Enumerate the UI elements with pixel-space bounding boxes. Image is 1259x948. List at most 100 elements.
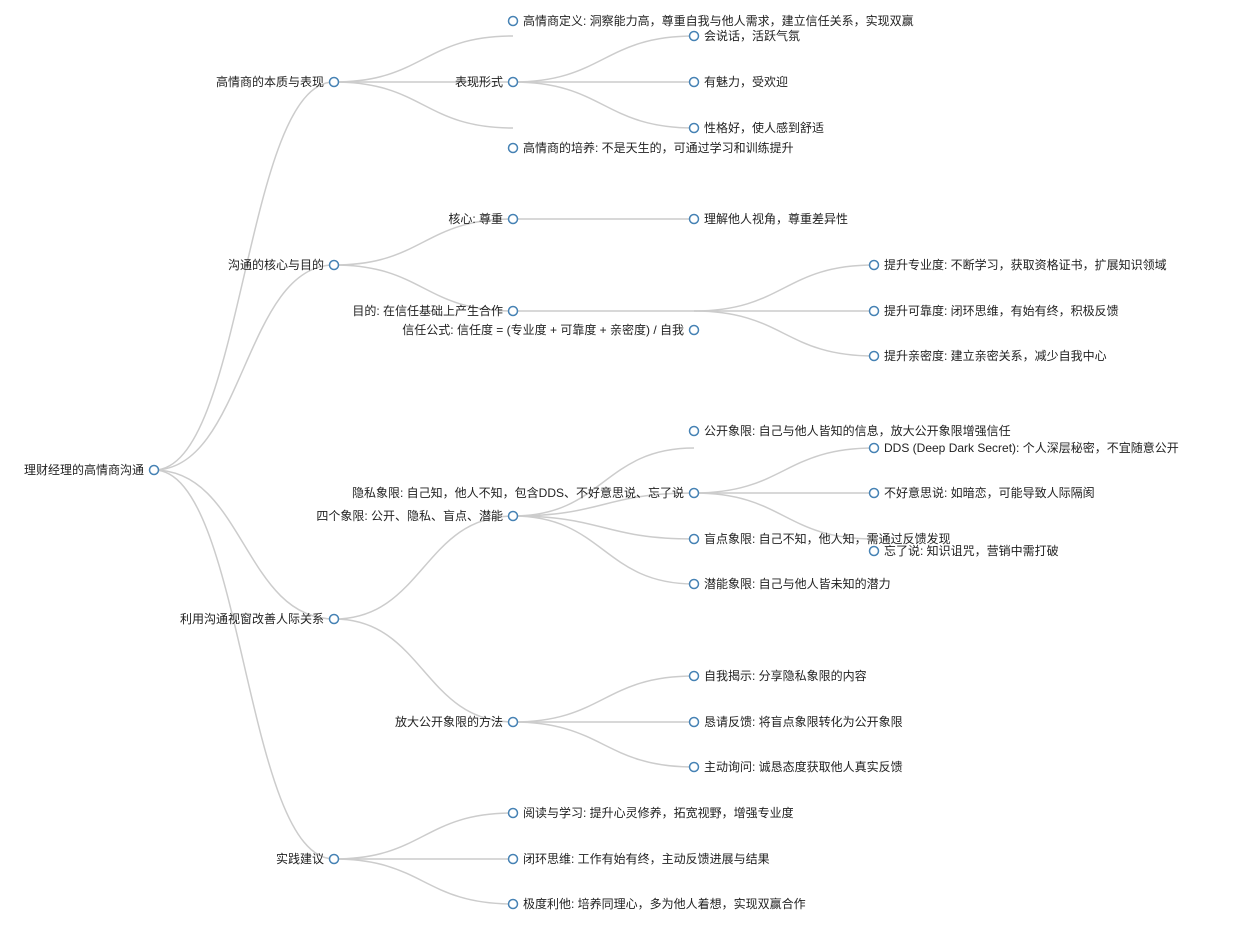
node-toggle-icon[interactable] [868, 487, 880, 499]
node-d1[interactable]: 阅读与学习: 提升心灵修养，拓宽视野，增强专业度 [507, 805, 794, 820]
node-b2c[interactable]: 提升亲密度: 建立亲密关系，减少自我中心 [868, 348, 1107, 363]
node-label: 隐私象限: 自己知，他人不知，包含DDS、不好意思说、忘了说 [352, 485, 684, 500]
node-a2a[interactable]: 会说话，活跃气氛 [688, 28, 801, 43]
node-toggle-icon[interactable] [688, 716, 700, 728]
node-b1[interactable]: 核心: 尊重 [448, 211, 519, 226]
node-root[interactable]: 理财经理的高情商沟通 [24, 462, 160, 477]
node-label: 不好意思说: 如暗恋，可能导致人际隔阂 [884, 485, 1095, 500]
node-c1b1[interactable]: DDS (Deep Dark Secret): 个人深层秘密，不宜随意公开 [868, 440, 1179, 455]
node-label: 恳请反馈: 将盲点象限转化为公开象限 [704, 714, 903, 729]
link-b2 [333, 264, 514, 312]
node-a3[interactable]: 高情商的培养: 不是天生的，可通过学习和训练提升 [507, 140, 794, 155]
node-label: DDS (Deep Dark Secret): 个人深层秘密，不宜随意公开 [884, 440, 1179, 455]
node-d2[interactable]: 闭环思维: 工作有始有终，主动反馈进展与结果 [507, 851, 770, 866]
node-a1[interactable]: 高情商定义: 洞察能力高，尊重自我与他人需求，建立信任关系，实现双赢 [507, 13, 914, 28]
link-b2a [693, 264, 875, 312]
node-c[interactable]: 利用沟通视窗改善人际关系 [180, 611, 340, 626]
node-b1a[interactable]: 理解他人视角，尊重差异性 [688, 211, 849, 226]
node-a2c[interactable]: 性格好，使人感到舒适 [688, 120, 825, 135]
node-b2[interactable]: 目的: 在信任基础上产生合作 [352, 303, 519, 318]
node-b2a[interactable]: 提升专业度: 不断学习，获取资格证书，扩展知识领域 [868, 257, 1167, 272]
node-toggle-icon[interactable] [868, 305, 880, 317]
node-toggle-icon[interactable] [507, 898, 519, 910]
node-label: 提升专业度: 不断学习，获取资格证书，扩展知识领域 [884, 257, 1167, 272]
node-toggle-icon[interactable] [688, 487, 700, 499]
node-toggle-icon[interactable] [507, 15, 519, 27]
node-toggle-icon[interactable] [688, 670, 700, 682]
nodes: 理财经理的高情商沟通 高情商的本质与表现 高情商定义: 洞察能力高，尊重自我与他人需… [24, 13, 1179, 911]
link-c1 [333, 515, 514, 620]
link-c1b3 [693, 492, 875, 540]
link-d [153, 469, 335, 860]
node-toggle-icon[interactable] [328, 259, 340, 271]
node-d[interactable]: 实践建议 [276, 851, 340, 866]
node-c2b[interactable]: 恳请反馈: 将盲点象限转化为公开象限 [688, 714, 903, 729]
node-label: 极度利他: 培养同理心，多为他人着想，实现双赢合作 [523, 896, 806, 911]
link-c2c [512, 721, 695, 768]
link-b1 [333, 218, 514, 266]
link-a2c [512, 81, 695, 129]
node-label: 核心: 尊重 [448, 211, 503, 226]
node-label: 盲点象限: 自己不知，他人知，需通过反馈发现 [704, 531, 951, 546]
node-c1b3[interactable]: 忘了说: 知识诅咒，营销中需打破 [868, 543, 1059, 558]
node-toggle-icon[interactable] [507, 213, 519, 225]
node-toggle-icon[interactable] [148, 464, 160, 476]
node-toggle-icon[interactable] [507, 510, 519, 522]
node-toggle-icon[interactable] [507, 76, 519, 88]
node-toggle-icon[interactable] [688, 425, 700, 437]
node-c2a[interactable]: 自我揭示: 分享隐私象限的内容 [688, 668, 867, 683]
node-toggle-icon[interactable] [688, 533, 700, 545]
node-toggle-icon[interactable] [868, 545, 880, 557]
links [153, 35, 875, 905]
node-toggle-icon[interactable] [688, 578, 700, 590]
link-c [153, 469, 335, 620]
node-toggle-icon[interactable] [328, 76, 340, 88]
node-toggle-icon[interactable] [507, 807, 519, 819]
node-c2[interactable]: 放大公开象限的方法 [395, 714, 519, 729]
link-a [153, 81, 335, 471]
node-label: 潜能象限: 自己与他人皆未知的潜力 [704, 576, 891, 591]
node-toggle-icon[interactable] [868, 259, 880, 271]
node-b2f[interactable]: 信任公式: 信任度 = (专业度 + 可靠度 + 亲密度) / 自我 [402, 322, 700, 337]
node-b2b[interactable]: 提升可靠度: 闭环思维，有始有终，积极反馈 [868, 303, 1119, 318]
node-toggle-icon[interactable] [688, 122, 700, 134]
link-c2 [333, 618, 514, 723]
node-label: 会说话，活跃气氛 [704, 28, 800, 43]
node-toggle-icon[interactable] [328, 613, 340, 625]
node-toggle-icon[interactable] [688, 761, 700, 773]
node-toggle-icon[interactable] [507, 716, 519, 728]
node-c1b2[interactable]: 不好意思说: 如暗恋，可能导致人际隔阂 [868, 485, 1095, 500]
node-a2[interactable]: 表现形式 [455, 75, 519, 89]
node-toggle-icon[interactable] [688, 324, 700, 336]
link-a3 [333, 81, 514, 129]
node-toggle-icon[interactable] [328, 853, 340, 865]
node-toggle-icon[interactable] [868, 442, 880, 454]
node-a2b[interactable]: 有魅力，受欢迎 [688, 74, 789, 89]
node-label: 自我揭示: 分享隐私象限的内容 [704, 668, 867, 683]
node-toggle-icon[interactable] [868, 350, 880, 362]
link-d3 [333, 858, 514, 905]
link-c1a [512, 447, 695, 517]
link-c1c [512, 515, 695, 540]
node-toggle-icon[interactable] [688, 213, 700, 225]
node-c1b[interactable]: 隐私象限: 自己知，他人不知，包含DDS、不好意思说、忘了说 [352, 485, 700, 500]
node-toggle-icon[interactable] [688, 76, 700, 88]
node-c1a[interactable]: 公开象限: 自己与他人皆知的信息，放大公开象限增强信任 [688, 423, 1011, 438]
node-a[interactable]: 高情商的本质与表现 [216, 74, 340, 89]
node-label: 高情商的本质与表现 [216, 74, 324, 89]
node-b[interactable]: 沟通的核心与目的 [228, 257, 340, 272]
node-label: 高情商定义: 洞察能力高，尊重自我与他人需求，建立信任关系，实现双赢 [523, 13, 914, 28]
node-d3[interactable]: 极度利他: 培养同理心，多为他人着想，实现双赢合作 [507, 896, 806, 911]
node-c1c[interactable]: 盲点象限: 自己不知，他人知，需通过反馈发现 [688, 531, 951, 546]
node-label: 高情商的培养: 不是天生的，可通过学习和训练提升 [523, 140, 794, 155]
node-c2c[interactable]: 主动询问: 诚恳态度获取他人真实反馈 [688, 759, 903, 774]
node-c1[interactable]: 四个象限: 公开、隐私、盲点、潜能 [316, 508, 519, 523]
link-b [153, 264, 335, 471]
node-toggle-icon[interactable] [507, 142, 519, 154]
node-toggle-icon[interactable] [688, 30, 700, 42]
node-toggle-icon[interactable] [507, 853, 519, 865]
node-label: 主动询问: 诚恳态度获取他人真实反馈 [704, 759, 903, 774]
node-toggle-icon[interactable] [507, 305, 519, 317]
node-c1d[interactable]: 潜能象限: 自己与他人皆未知的潜力 [688, 576, 891, 591]
